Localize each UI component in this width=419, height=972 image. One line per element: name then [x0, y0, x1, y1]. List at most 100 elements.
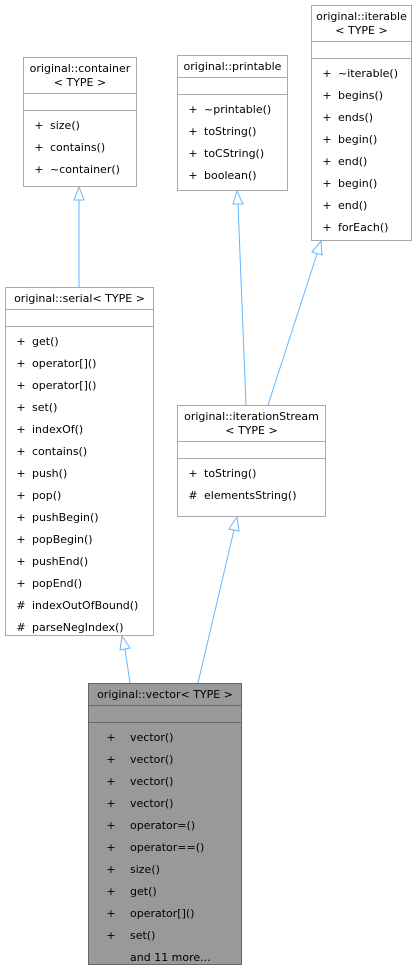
operation-row[interactable]: +toCString() [178, 143, 287, 165]
operation-row[interactable]: +~printable() [178, 99, 287, 121]
operation-name: vector() [130, 731, 174, 744]
operation-row[interactable]: +end() [312, 195, 411, 217]
attributes-compartment [178, 441, 325, 458]
public-visibility-marker: + [106, 731, 116, 744]
protected-visibility-marker: # [16, 621, 26, 634]
operation-row[interactable]: +set() [89, 925, 241, 947]
operation-row[interactable]: + set() [6, 397, 153, 419]
operation-name: ~printable() [204, 103, 272, 116]
operation-name: ~iterable() [338, 67, 399, 80]
public-visibility-marker: + [188, 125, 198, 138]
operation-row[interactable]: +ends() [312, 107, 411, 129]
operation-row[interactable]: +operator==() [89, 837, 241, 859]
class-title: original::container< TYPE > [29, 62, 131, 89]
attributes-compartment [6, 309, 153, 326]
operation-row[interactable]: +pushEnd() [6, 551, 153, 573]
operation-row[interactable]: +forEach() [312, 217, 411, 239]
operation-row[interactable]: +toString() [178, 121, 287, 143]
operation-row[interactable]: +operator[]() [89, 903, 241, 925]
operation-name: vector() [130, 753, 174, 766]
class-title: original::iterable< TYPE > [316, 10, 407, 37]
operation-row[interactable]: #indexOutOfBound() [6, 595, 153, 617]
operation-row[interactable]: +toString() [178, 463, 325, 485]
operation-name: set() [32, 401, 58, 414]
public-visibility-marker: + [16, 423, 26, 436]
class-vector[interactable]: original::vector< TYPE > +vector()+vecto… [88, 683, 242, 965]
operations-compartment: +~printable()+toString()+toCString()+boo… [178, 94, 287, 190]
operations-compartment: + vector() + vector() + vector() + vector() +ope… [89, 722, 241, 972]
operation-row[interactable]: + vector() [89, 749, 241, 771]
operation-row[interactable]: + begin() [312, 129, 411, 151]
arrowhead-container [73, 185, 85, 201]
public-visibility-marker: + [188, 147, 198, 160]
operation-name: size() [50, 119, 80, 132]
more-operations-link[interactable]: and 11 more... [130, 951, 211, 964]
operation-name: elementsString() [204, 489, 297, 502]
operation-row[interactable]: + operator[]() [6, 375, 153, 397]
operation-row[interactable]: + vector() [89, 727, 241, 749]
operation-row[interactable]: +popBegin() [6, 529, 153, 551]
class-container[interactable]: original::container< TYPE > +size()+cont… [23, 57, 137, 187]
public-visibility-marker: + [16, 445, 26, 458]
operation-row[interactable]: +push() [6, 463, 153, 485]
class-title: original::iterationStream< TYPE > [184, 410, 319, 437]
public-visibility-marker: + [106, 775, 116, 788]
edge-vector-to-serial [124, 648, 131, 684]
operation-name: contains() [32, 445, 88, 458]
operation-row[interactable]: +begins() [312, 85, 411, 107]
operation-name: begin() [338, 133, 378, 146]
operation-row[interactable]: +~container() [24, 159, 136, 181]
public-visibility-marker: + [16, 577, 26, 590]
operations-compartment: +toString()#elementsString() [178, 458, 325, 510]
public-visibility-marker: + [106, 863, 116, 876]
operation-row[interactable]: +get() [89, 881, 241, 903]
public-visibility-marker: + [16, 379, 26, 392]
arrowhead-serial [119, 634, 131, 651]
operation-row[interactable]: + contains() [6, 441, 153, 463]
public-visibility-marker: + [16, 335, 26, 348]
arrowhead-iterable [311, 239, 323, 256]
public-visibility-marker: + [322, 133, 332, 146]
operation-row[interactable]: +boolean() [178, 165, 287, 187]
operation-name: popBegin() [32, 533, 93, 546]
operation-row[interactable]: + size() [24, 115, 136, 137]
class-serial[interactable]: original::serial< TYPE > +get()+operator… [5, 287, 154, 636]
operation-name: popEnd() [32, 577, 83, 590]
edge-vector-to-iterationstream [197, 529, 235, 684]
public-visibility-marker: + [16, 511, 26, 524]
operation-name: begin() [338, 177, 378, 190]
operation-row[interactable]: +size() [89, 859, 241, 881]
operation-name: vector() [130, 775, 174, 788]
public-visibility-marker: + [16, 467, 26, 480]
operation-name: contains() [50, 141, 106, 154]
operation-name: operator[]() [32, 379, 97, 392]
operation-row[interactable]: +vector() [89, 793, 241, 815]
public-visibility-marker: + [16, 555, 26, 568]
public-visibility-marker: + [106, 753, 116, 766]
operation-row[interactable]: +operator[]() [6, 353, 153, 375]
operation-row[interactable]: +begin() [312, 173, 411, 195]
operation-row[interactable]: +end() [312, 151, 411, 173]
operation-row[interactable]: +pushBegin() [6, 507, 153, 529]
operation-row[interactable]: #elementsString() [178, 485, 325, 507]
operation-row[interactable]: #parseNegIndex() [6, 617, 153, 639]
operation-row[interactable]: + contains() [24, 137, 136, 159]
public-visibility-marker: + [16, 401, 26, 414]
operation-row[interactable]: +pop() [6, 485, 153, 507]
operation-name: vector() [130, 797, 174, 810]
operation-row[interactable]: +get() [6, 331, 153, 353]
class-iterable[interactable]: original::iterable< TYPE > +~iterable()+… [311, 5, 412, 241]
public-visibility-marker: + [34, 141, 44, 154]
public-visibility-marker: + [34, 119, 44, 132]
operation-name: ends() [338, 111, 374, 124]
class-printable[interactable]: original::printable +~printable()+toStri… [177, 55, 288, 191]
operation-row[interactable]: +operator=() [89, 815, 241, 837]
operation-row[interactable]: +~iterable() [312, 63, 411, 85]
class-iterationstream[interactable]: original::iterationStream< TYPE > +toStr… [177, 405, 326, 517]
operation-name: boolean() [204, 169, 257, 182]
operation-row[interactable]: + vector() [89, 771, 241, 793]
public-visibility-marker: + [16, 357, 26, 370]
operation-row[interactable]: + popEnd() [6, 573, 153, 595]
operation-row[interactable]: +indexOf() [6, 419, 153, 441]
